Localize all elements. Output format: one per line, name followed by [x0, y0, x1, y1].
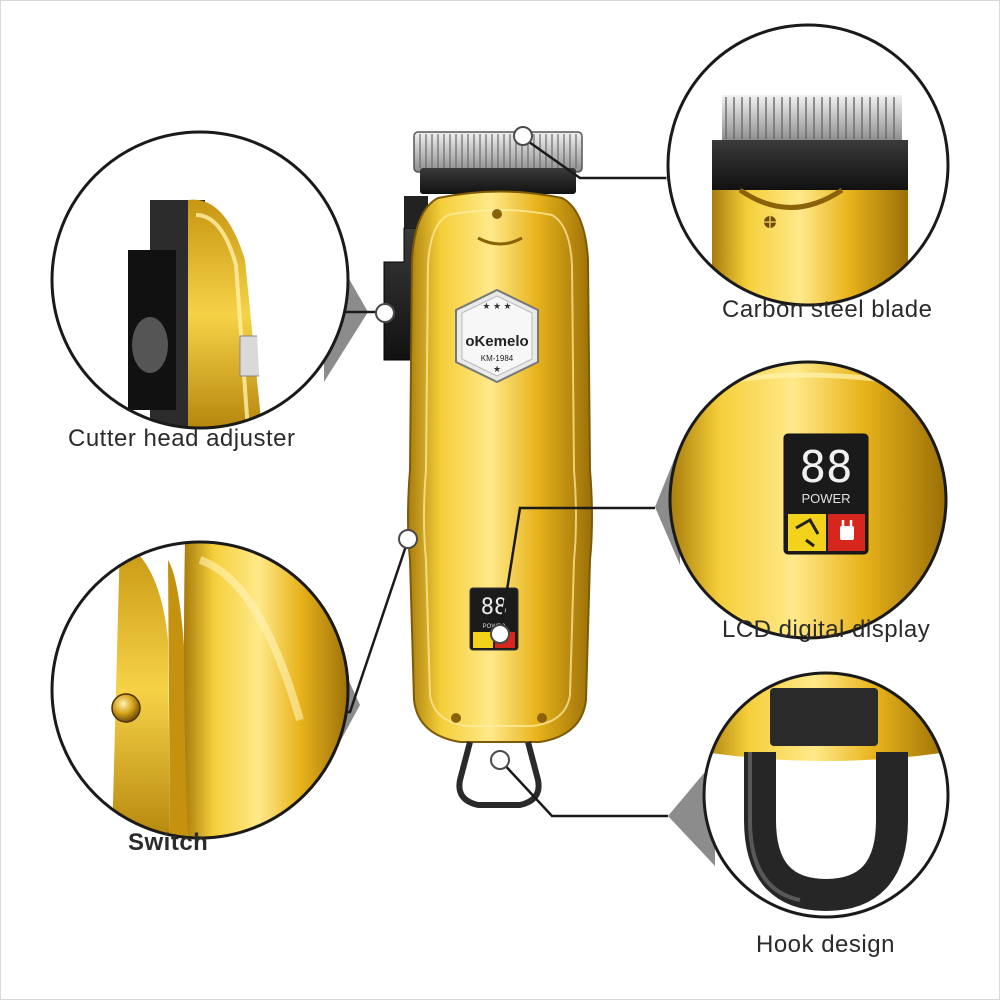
plug-icon [840, 526, 854, 540]
zoom-hook [702, 671, 950, 919]
hook [456, 741, 542, 808]
callout-markers [375, 126, 533, 770]
label-cutter-head-adjuster: Cutter head adjuster [68, 425, 296, 452]
zoom-blade [666, 23, 950, 307]
lcd-power-label: POWER [801, 491, 850, 506]
svg-text:★: ★ [493, 364, 501, 374]
switch-button [111, 693, 141, 723]
brand-badge: ★ ★ ★ ★ oKemelo KM-1984 [455, 288, 539, 384]
label-switch: Switch [128, 829, 209, 856]
zoom-switch [50, 540, 350, 840]
blade-comb [413, 131, 583, 194]
model-number: KM-1984 [481, 354, 514, 363]
blade-status-icon [795, 517, 820, 548]
zoom-lcd: 88 POWER [668, 360, 948, 640]
svg-text:★ ★ ★: ★ ★ ★ [482, 301, 511, 311]
screw-icon [451, 209, 547, 723]
brand-logo-text: oKemelo [465, 333, 528, 350]
zoom-cutter-adjuster [50, 130, 350, 430]
label-hook-design: Hook design [756, 931, 895, 958]
clipper-body: ★ ★ ★ ★ oKemelo KM-1984 88 POWER [383, 131, 593, 808]
clipper-housing [407, 190, 593, 743]
lcd-digits: 88 [800, 442, 853, 493]
label-lcd-digital-display: LCD digital display [722, 616, 931, 643]
label-carbon-steel-blade: Carbon steel blade [722, 296, 933, 323]
